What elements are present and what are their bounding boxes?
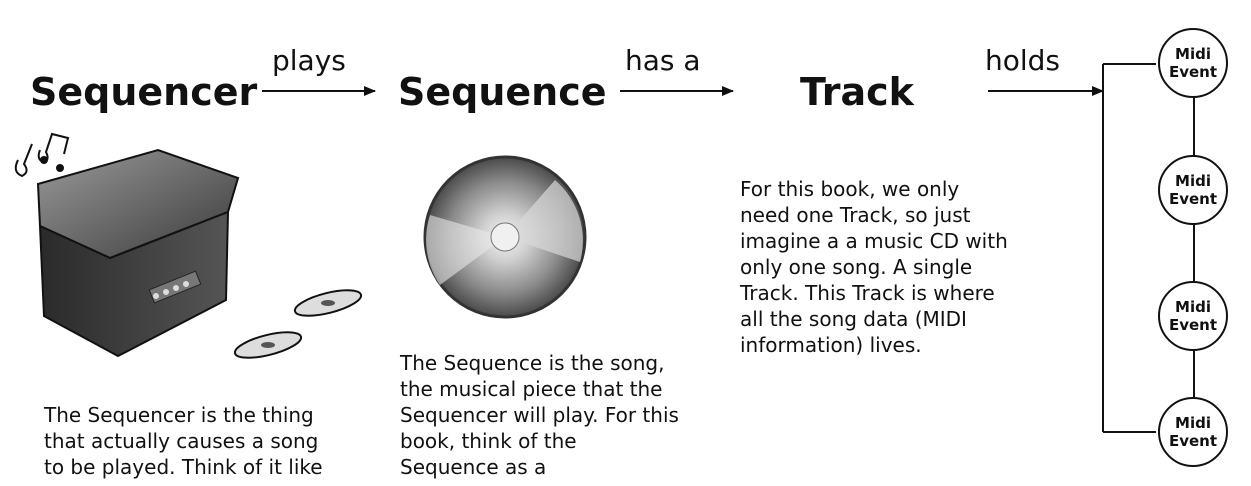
midi-event-label-line1: Midi xyxy=(1175,414,1211,432)
edge-label-plays: plays xyxy=(272,44,346,77)
midi-event-label-line1: Midi xyxy=(1175,172,1211,190)
node-title-sequencer: Sequencer xyxy=(30,70,258,114)
midi-event-node-2: Midi Event xyxy=(1158,155,1228,225)
midi-event-label-line2: Event xyxy=(1168,316,1218,334)
caption-sequencer: The Sequencer is the thing that actually… xyxy=(44,403,323,479)
midi-event-label-line1: Midi xyxy=(1175,45,1211,63)
caption-sequence: The Sequence is the song, the musical pi… xyxy=(400,351,679,479)
node-title-track: Track xyxy=(800,70,914,114)
node-title-sequence: Sequence xyxy=(398,70,607,114)
midi-event-node-3: Midi Event xyxy=(1158,281,1228,351)
midi-event-node-1: Midi Event xyxy=(1158,28,1228,98)
midi-events-bracket xyxy=(1102,63,1195,433)
midi-event-label-line2: Event xyxy=(1168,63,1218,81)
caption-track: For this book, we only need one Track, s… xyxy=(740,177,1008,357)
midi-event-label-line2: Event xyxy=(1168,432,1218,450)
midi-event-node-4: Midi Event xyxy=(1158,397,1228,467)
cd-disc-icon xyxy=(423,155,587,319)
midi-event-label-line2: Event xyxy=(1168,190,1218,208)
midi-event-label-line1: Midi xyxy=(1175,298,1211,316)
edge-label-has-a: has a xyxy=(625,44,701,77)
sequencer-device-icon xyxy=(14,132,363,359)
edge-label-holds: holds xyxy=(985,44,1061,77)
